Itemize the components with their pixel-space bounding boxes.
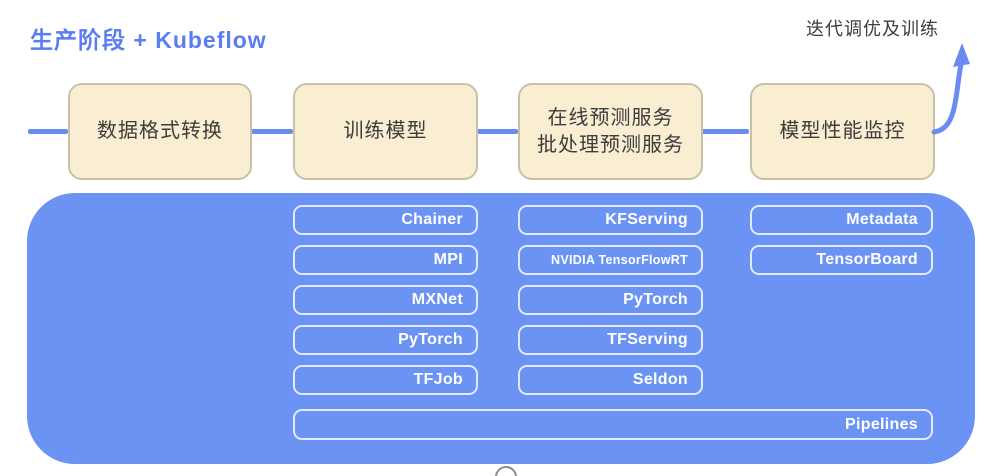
feedback-curve-arrow-icon [931, 43, 970, 135]
flow-box-data-format-conversion: 数据格式转换 [68, 83, 252, 180]
flow-box-train-model: 训练模型 [293, 83, 478, 180]
page-title: 生产阶段 + Kubeflow [30, 27, 267, 53]
chip-label: Pipelines [845, 415, 918, 433]
connector-segment [477, 129, 518, 134]
chip-pytorch-serve: PyTorch [518, 285, 703, 315]
chip-mxnet: MXNet [293, 285, 478, 315]
chip-tfserving: TFServing [518, 325, 703, 355]
chip-seldon: Seldon [518, 365, 703, 395]
flow-box-label: 模型性能监控 [779, 120, 906, 142]
chip-mpi: MPI [293, 245, 478, 275]
chip-chainer: Chainer [293, 205, 478, 235]
connector-segment [251, 129, 293, 134]
chip-label: TFJob [413, 371, 463, 388]
connector-segment [702, 129, 749, 134]
flow-box-label: 数据格式转换 [97, 120, 223, 142]
chip-label: Chainer [401, 211, 463, 228]
cropped-circle-decoration [495, 466, 517, 476]
chip-tfjob: TFJob [293, 365, 478, 395]
chip-label: TensorBoard [816, 251, 918, 268]
chip-nvidia-tensorflowrt: NVIDIA TensorFlowRT [518, 245, 703, 275]
chip-pytorch-train: PyTorch [293, 325, 478, 355]
chip-label: Seldon [632, 371, 688, 388]
feedback-arrow-label: 迭代调优及训练 [806, 19, 939, 39]
flow-box-label: 批处理预测服务 [537, 133, 684, 156]
flow-box-model-monitoring: 模型性能监控 [750, 83, 935, 180]
chip-label: NVIDIA TensorFlowRT [551, 253, 688, 267]
chip-label: TFServing [607, 331, 688, 348]
flow-box-prediction-services: 在线预测服务 批处理预测服务 [518, 83, 703, 180]
chip-tensorboard: TensorBoard [750, 245, 933, 275]
chip-label: MPI [433, 251, 463, 268]
flow-box-label: 在线预测服务 [547, 106, 674, 129]
chip-kfserving: KFServing [518, 205, 703, 235]
kubeflow-platform-panel: Chainer MPI MXNet PyTorch TFJob KFServin… [27, 193, 975, 464]
chip-label: MXNet [411, 291, 463, 308]
connector-segment [28, 129, 68, 134]
chip-label: Metadata [846, 211, 918, 228]
chip-metadata: Metadata [750, 205, 933, 235]
chip-label: KFServing [605, 211, 688, 228]
chip-pipelines: Pipelines [293, 409, 933, 440]
flow-box-label: 训练模型 [343, 120, 428, 142]
chip-label: PyTorch [398, 331, 463, 348]
chip-label: PyTorch [623, 291, 688, 308]
